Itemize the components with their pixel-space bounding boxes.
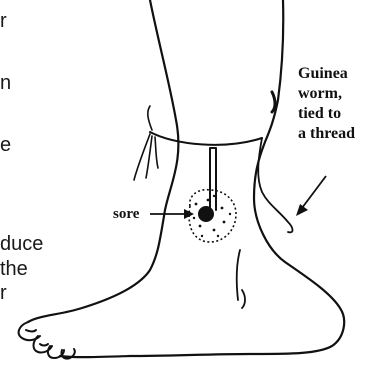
guinea-worm-label: Guinea worm, tied to a thread — [298, 64, 355, 144]
guinea-worm-label-line: Guinea — [298, 64, 355, 84]
guinea-worm-label-line: tied to — [298, 104, 355, 124]
toes — [19, 322, 75, 359]
leg-left-outline — [28, 0, 178, 322]
ankle-contour — [237, 250, 245, 308]
text-fragment: e — [0, 134, 11, 156]
sore-blob — [189, 190, 236, 242]
thread-knot — [134, 106, 158, 180]
thread-around-ankle — [150, 132, 262, 145]
text-fragment: the — [0, 258, 28, 280]
guinea-worm-arrow — [296, 176, 326, 216]
text-fragment: duce — [0, 233, 43, 255]
leg-right-outline — [60, 0, 344, 357]
text-fragment: n — [0, 72, 11, 94]
sore-arrow — [150, 209, 194, 219]
sore-label: sore — [113, 204, 139, 224]
thread-to-worm — [258, 138, 292, 232]
guinea-worm-label-line: worm, — [298, 84, 355, 104]
text-fragment: r — [0, 10, 7, 32]
calf-bulge — [272, 92, 275, 112]
worm-stick — [210, 148, 216, 210]
guinea-worm-label-line: a thread — [298, 124, 355, 144]
text-fragment: r — [0, 282, 7, 304]
